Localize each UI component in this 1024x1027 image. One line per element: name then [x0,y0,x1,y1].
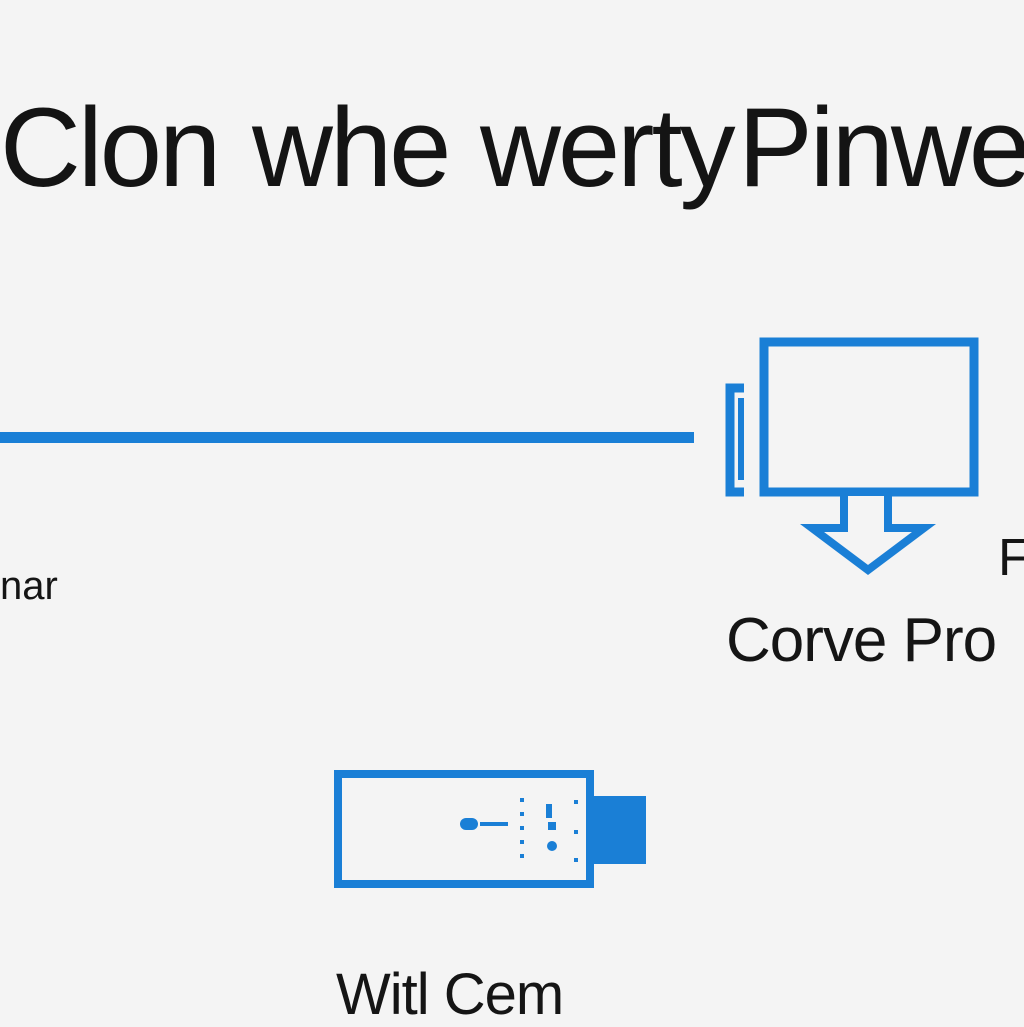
monitor-icon [725,337,979,497]
title-word-2: whe [252,85,451,210]
title-word-1: Clon [0,85,221,210]
monitor-label: Corve Pro [726,606,997,675]
arrow-down-icon [800,496,936,575]
title-word-3: werty [480,85,736,210]
right-edge-label: F [998,529,1024,587]
usb-drive-icon [334,770,646,888]
usb-label: Witl Cem [336,962,564,1027]
title-word-4: Pinwet [738,85,1024,210]
left-label: nar [0,564,58,608]
connection-line [0,432,694,443]
